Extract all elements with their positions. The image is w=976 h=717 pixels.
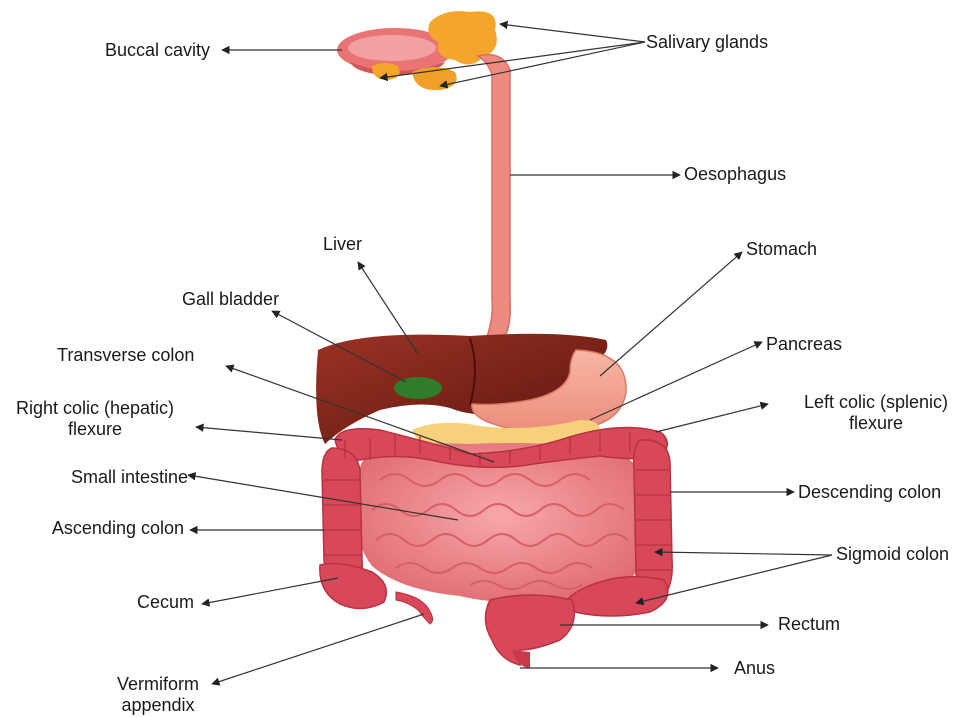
label-liver: Liver [323, 234, 362, 255]
label-salivary-glands: Salivary glands [646, 32, 768, 53]
label-sigmoid-colon: Sigmoid colon [836, 544, 949, 565]
label-small-intestine: Small intestine [20, 467, 188, 488]
label-descending-colon: Descending colon [798, 482, 941, 503]
label-gall-bladder: Gall bladder [182, 289, 279, 310]
appendix-shape [396, 592, 433, 624]
label-ascending-colon: Ascending colon [10, 518, 184, 539]
label-oesophagus: Oesophagus [684, 164, 786, 185]
label-vermiform-appendix: Vermiform appendix [100, 674, 216, 716]
oesophagus-shape [478, 55, 510, 345]
label-anus: Anus [734, 658, 775, 679]
label-pancreas: Pancreas [766, 334, 842, 355]
label-left-colic-flexure: Left colic (splenic) flexure [776, 392, 976, 434]
label-cecum: Cecum [100, 592, 194, 613]
label-transverse-colon: Transverse colon [57, 345, 194, 366]
gall-bladder-shape [394, 377, 442, 399]
label-right-colic-flexure: Right colic (hepatic) flexure [0, 398, 190, 440]
label-buccal-cavity: Buccal cavity [40, 40, 210, 61]
label-stomach: Stomach [746, 239, 817, 260]
label-rectum: Rectum [778, 614, 840, 635]
